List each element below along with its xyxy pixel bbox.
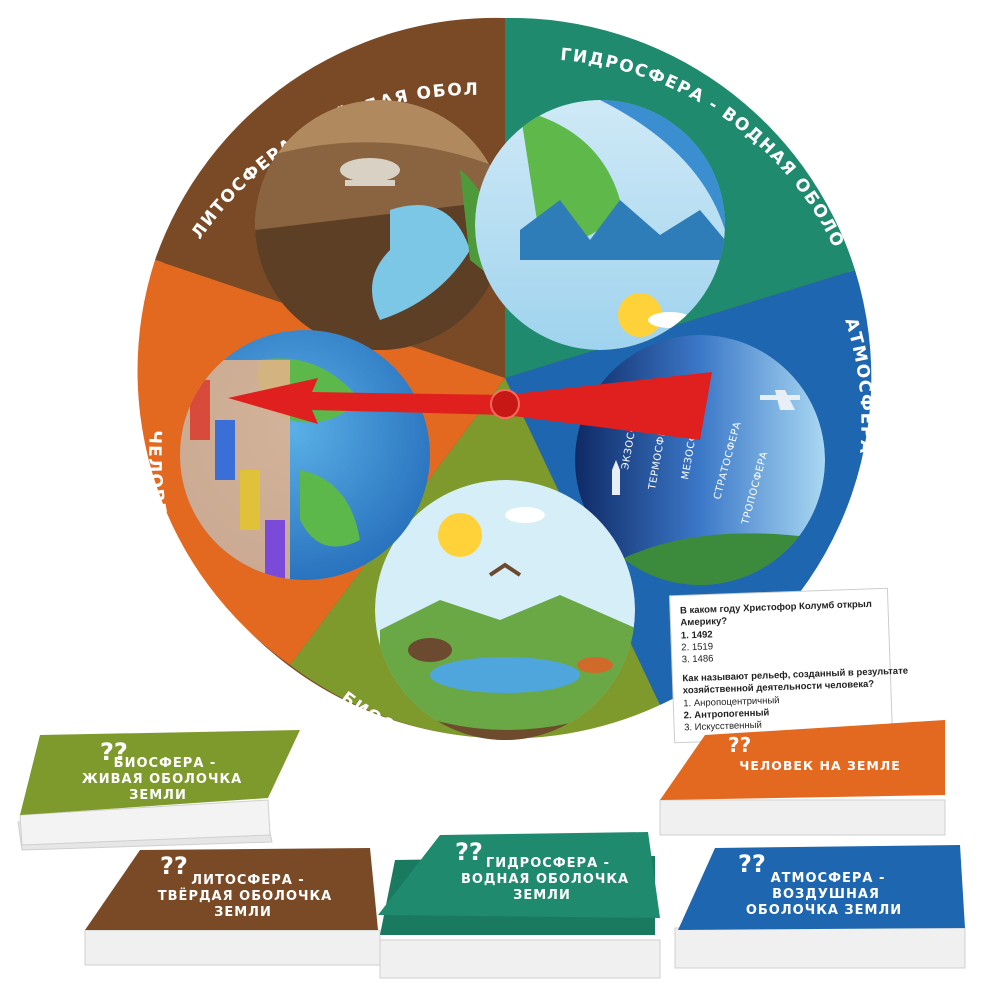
human-illustration [180,330,430,580]
question-2-option-1: 1. Анропоцентричный [683,695,780,709]
deck-title-line-1: ГИДРОСФЕРА - [486,856,610,871]
sun-icon [618,293,662,337]
question-card[interactable]: В каком году Христофор Колумб открыл Аме… [669,587,911,744]
rocket-icon [612,460,620,495]
question-marks-icon: ?? [160,852,188,880]
biosphere-illustration [375,480,635,740]
hydrosphere-illustration [475,100,725,350]
deck-top-card [20,730,300,815]
question-marks-icon: ?? [738,850,766,878]
deck-title-line-1: ЧЕЛОВЕК НА ЗЕМЛЕ [739,758,901,773]
deck-top-card [378,832,660,918]
arrow-spinner-icon [228,372,712,440]
question-marks-icon: ?? [100,738,128,766]
deck-title-line-3: ЗЕМЛИ [129,788,187,803]
deck-hydrosphere[interactable]: ?? ГИДРОСФЕРА - ВОДНАЯ ОБОЛОЧКА ЗЕМЛИ [378,832,661,979]
lithosphere-illustration [255,100,505,350]
question-1-line-2: Америку? [680,616,727,629]
deck-title-line-2: ВОЗДУШНАЯ [772,887,880,902]
question-2-option-3: 3. Искусственный [684,720,762,734]
deck-biosphere[interactable]: ?? БИОСФЕРА - ЖИВАЯ ОБОЛОЧКА ЗЕМЛИ [17,730,300,851]
deck-title-line-1: АТМОСФЕРА - [771,871,886,886]
question-1-option-2: 2. 1519 [681,641,713,653]
fox-icon [577,657,613,673]
pointer-hub [490,389,520,419]
airplane-icon [760,390,800,410]
deck-title-line-2: ЖИВАЯ ОБОЛОЧКА [82,772,242,787]
deck-title-line-3: ЗЕМЛИ [513,888,571,903]
eagle-icon [488,562,522,577]
deck-title-line-2: ТВЁРДАЯ ОБОЛОЧКА [158,888,332,904]
deck-human[interactable]: ?? ЧЕЛОВЕК НА ЗЕМЛЕ [659,720,946,836]
question-marks-icon: ?? [728,733,751,757]
bear-icon [408,638,452,662]
question-marks-icon: ?? [455,838,483,866]
question-1-option-1: 1. 1492 [681,629,713,641]
deck-atmosphere[interactable]: ?? АТМОСФЕРА - ВОЗДУШНАЯ ОБОЛОЧКА ЗЕМЛИ [674,845,966,969]
deck-title-line-1: БИОСФЕРА - [114,756,217,771]
deck-top-card [678,845,965,930]
deck-title-line-2: ВОДНАЯ ОБОЛОЧКА [461,872,629,887]
deck-title-line-3: ОБОЛОЧКА ЗЕМЛИ [746,903,902,918]
deck-top-card [85,848,378,930]
deck-title-line-1: ЛИТОСФЕРА - [191,873,304,888]
fossil-icon [340,158,400,186]
deck-top-card [660,720,945,800]
sun-icon [438,513,482,557]
spinner-pointer[interactable] [228,372,712,440]
question-1-option-3: 3. 1486 [682,653,714,665]
deck-title-line-3: ЗЕМЛИ [214,905,272,920]
deck-lithosphere[interactable]: ?? ЛИТОСФЕРА - ТВЁРДАЯ ОБОЛОЧКА ЗЕМЛИ [84,848,381,966]
question-2-option-2: 2. Антропогенный [684,707,770,721]
